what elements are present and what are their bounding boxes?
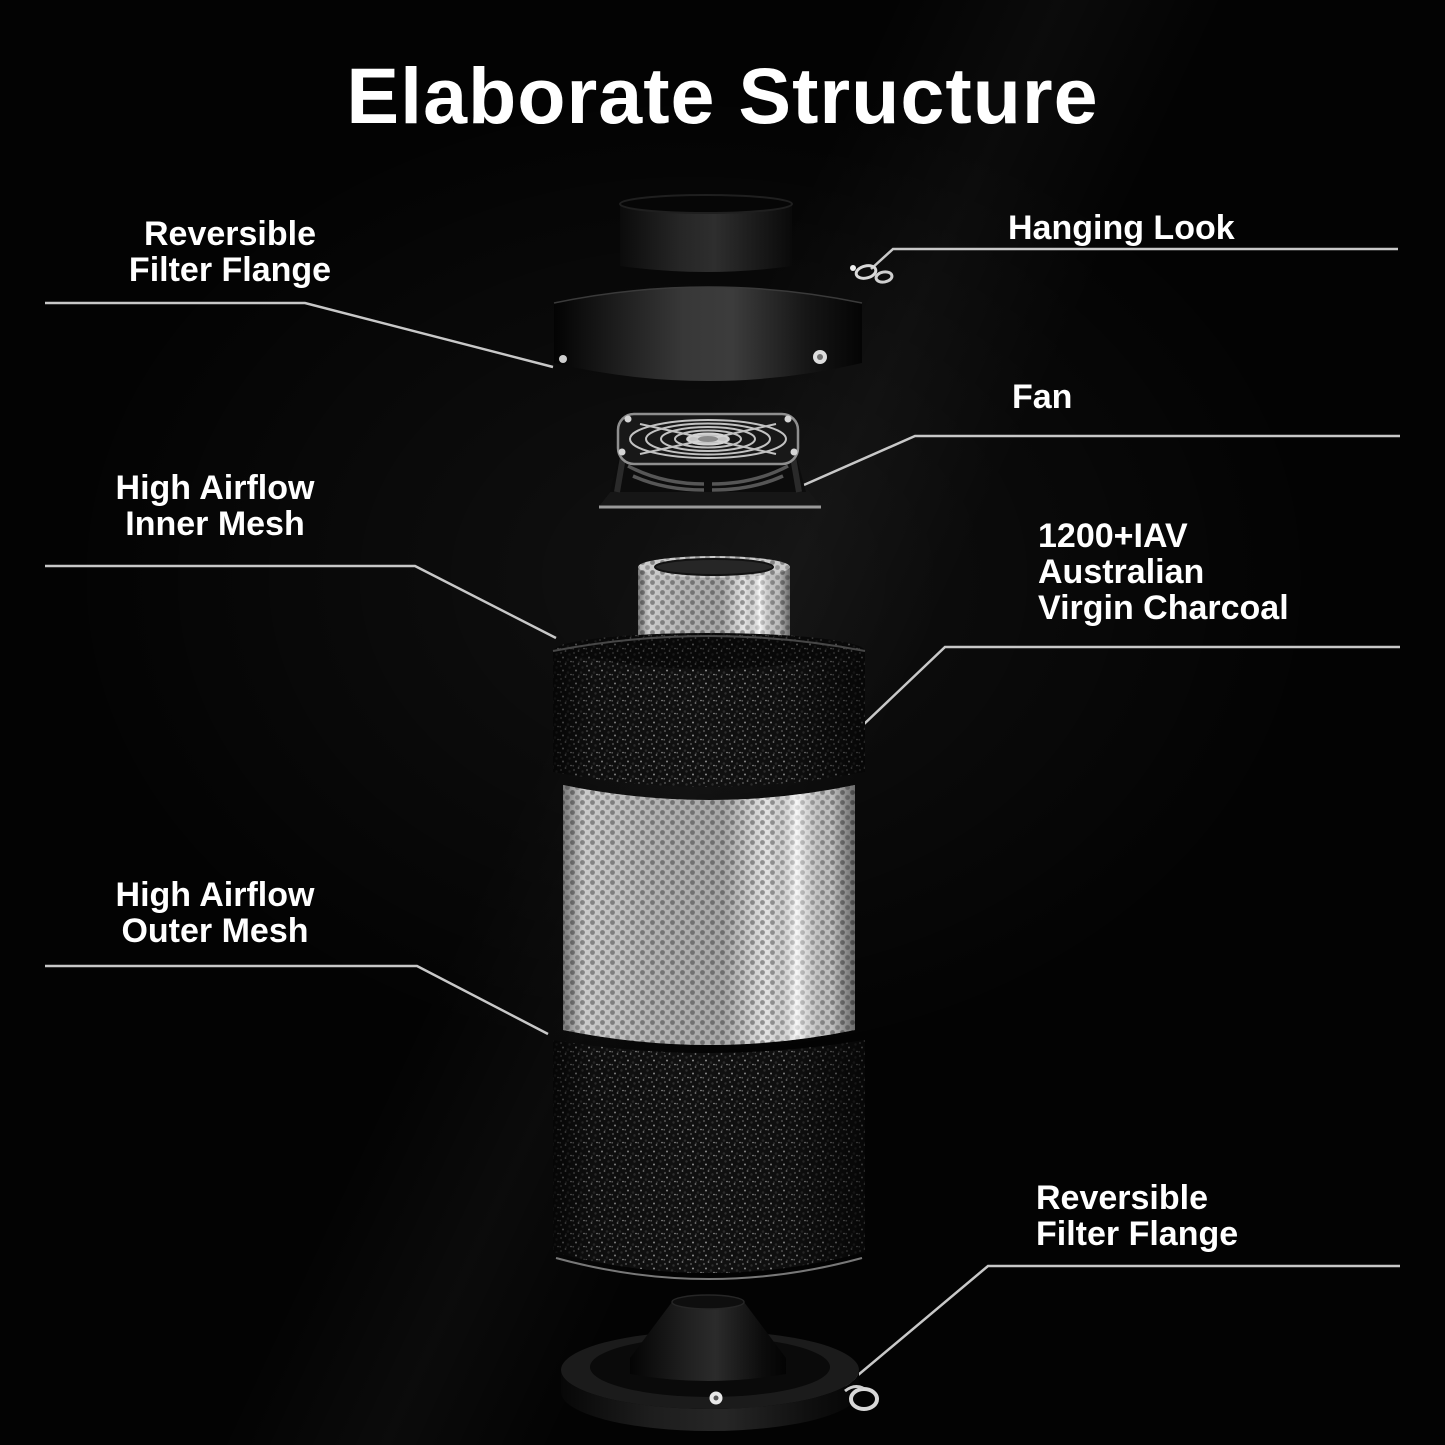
label-outer-mesh: High Airflow Outer Mesh — [115, 876, 315, 951]
callout-line-outer-mesh — [45, 964, 549, 1036]
hanging-hook-bottom-icon — [844, 1385, 879, 1411]
top-flange — [553, 194, 894, 381]
charcoal-band-top — [552, 633, 866, 787]
bottom-flange — [561, 1294, 879, 1431]
fan-grille-icon — [629, 419, 787, 459]
filter-body — [552, 633, 866, 1280]
callout-line-fan — [762, 434, 1400, 505]
charcoal-band-bottom — [553, 1040, 865, 1280]
callout-lines — [45, 247, 1400, 1387]
page-title: Elaborate Structure — [346, 51, 1099, 140]
flange-rivet-left — [559, 355, 567, 363]
callout-line-top-flange — [45, 301, 554, 369]
callout-line-charcoal — [861, 645, 1400, 727]
label-bottom-flange: Reversible Filter Flange — [1036, 1179, 1239, 1254]
label-hanging-hook: Hanging Look — [1008, 209, 1235, 247]
label-inner-mesh: High Airflow Inner Mesh — [115, 469, 315, 544]
inner-mesh-cylinder — [638, 556, 790, 652]
fan-corner-screws — [618, 415, 798, 456]
outer-mesh-band — [563, 785, 855, 1045]
label-charcoal: 1200+IAV Australian Virgin Charcoal — [1038, 517, 1289, 628]
fan-blades — [627, 464, 789, 492]
label-fan: Fan — [1012, 378, 1073, 416]
label-top-flange: Reversible Filter Flange — [128, 215, 332, 290]
callout-line-bottom-flange — [844, 1264, 1400, 1387]
callout-line-hanging-hook — [870, 247, 1398, 270]
fan — [599, 412, 821, 509]
hanging-hook-icon — [850, 264, 894, 284]
callout-line-inner-mesh — [45, 564, 557, 640]
